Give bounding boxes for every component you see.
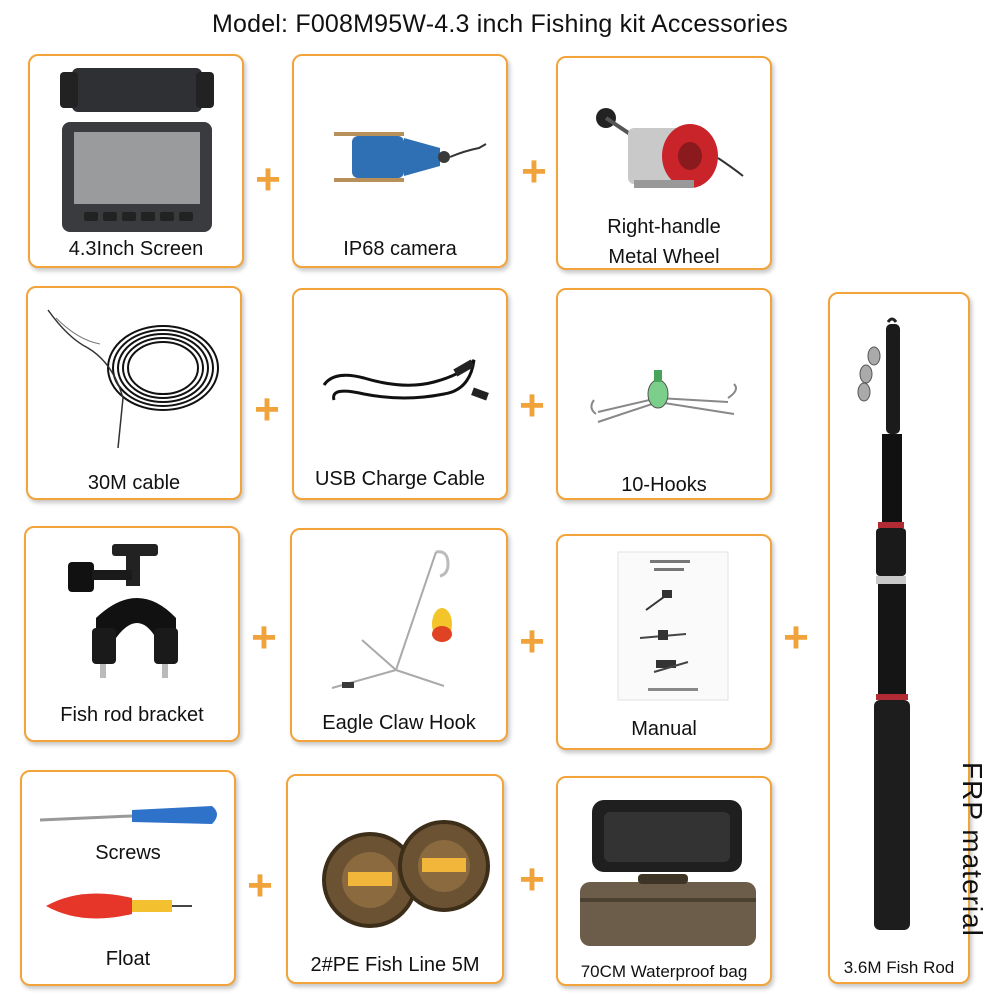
bracket-icon: [68, 544, 178, 678]
rod-material-label: FRP material: [957, 762, 988, 937]
cable-coil-icon: [47, 309, 219, 449]
item-label: 4.3Inch Screen: [68, 238, 204, 260]
plus-icon: +: [255, 155, 281, 204]
item-label-line2: Metal Wheel: [608, 246, 720, 268]
item-label: 70CM Waterproof bag: [580, 962, 748, 981]
plus-icon: +: [519, 855, 545, 904]
item-label: IP68 camera: [343, 238, 457, 260]
float-icon: [46, 893, 192, 919]
usb-cable-icon: [322, 359, 489, 401]
item-label: 30M cable: [87, 472, 181, 494]
item-card-eagle: Eagle Claw Hook: [290, 528, 508, 742]
plus-icon: +: [247, 861, 273, 910]
plus-icon: +: [519, 617, 545, 666]
item-label: 10-Hooks: [621, 474, 707, 496]
item-card-bag: 70CM Waterproof bag: [556, 776, 772, 986]
item-label-float: Float: [105, 948, 151, 970]
claw-hook-icon: [331, 550, 452, 689]
item-card-line: 2#PE Fish Line 5M: [286, 774, 504, 984]
item-card-manual: Manual: [556, 534, 772, 750]
plus-icon: +: [783, 613, 809, 662]
item-card-screws-float: Screws Float: [20, 770, 236, 986]
item-card-usb: USB Charge Cable: [292, 288, 508, 500]
item-card-hooks: 10-Hooks: [556, 288, 772, 500]
item-card-wheel: Right-handle Metal Wheel: [556, 56, 772, 270]
page-title: Model: F008M95W-4.3 inch Fishing kit Acc…: [211, 10, 789, 38]
item-label-line1: Right-handle: [607, 216, 721, 238]
fishing-rod-icon: [857, 317, 910, 930]
item-label: 2#PE Fish Line 5M: [310, 954, 480, 976]
item-card-screen: 4.3Inch Screen: [28, 54, 244, 268]
bag-icon: [580, 800, 756, 946]
plus-icon: +: [254, 385, 280, 434]
screen-icon: [60, 68, 214, 232]
item-label: 3.6M Fish Rod: [843, 958, 955, 977]
plus-icon: +: [521, 147, 547, 196]
fishing-line-icon: [322, 820, 490, 928]
item-label: USB Charge Cable: [314, 468, 486, 490]
item-label: Manual: [631, 718, 697, 740]
item-label: Fish rod bracket: [60, 704, 204, 726]
hooks-icon: [590, 370, 737, 423]
item-label-screws: Screws: [95, 842, 161, 864]
item-card-cable: 30M cable: [26, 286, 242, 500]
manual-icon: [617, 551, 729, 701]
item-card-rod: 3.6M Fish Rod: [828, 292, 970, 984]
plus-icon: +: [519, 381, 545, 430]
item-card-camera: IP68 camera: [292, 54, 508, 268]
plus-icon: +: [251, 613, 277, 662]
item-label: Eagle Claw Hook: [322, 712, 476, 734]
camera-icon: [334, 132, 487, 182]
item-card-bracket: Fish rod bracket: [24, 526, 240, 742]
screwdriver-icon: [39, 806, 217, 824]
reel-icon: [596, 108, 744, 188]
